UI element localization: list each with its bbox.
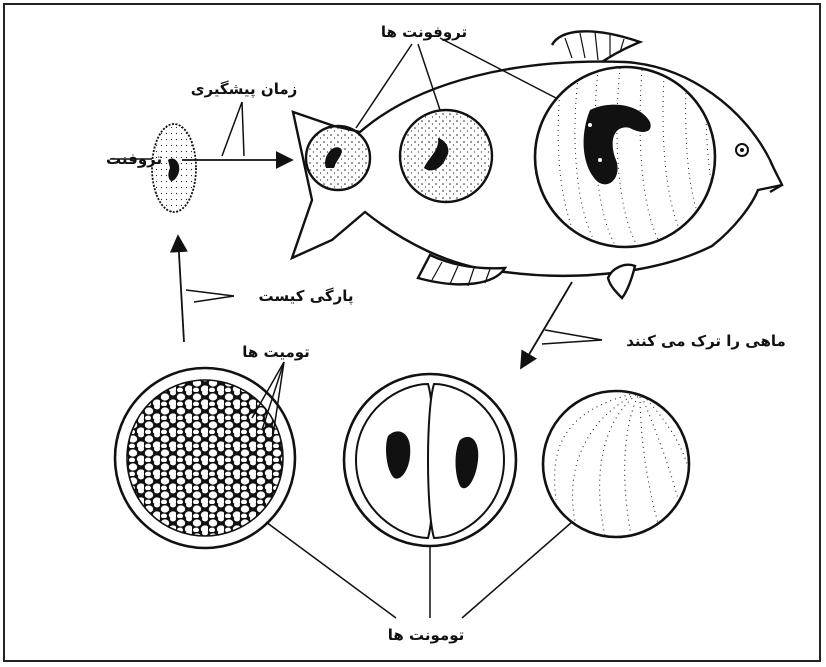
leaves-fish-arrow [521, 282, 572, 368]
label-prepatent-time: زمان پیشگیری [191, 80, 298, 99]
label-cyst-rupture: پارگی کیست [258, 287, 353, 306]
tomite-cyst [115, 368, 295, 548]
trophont-small [306, 126, 370, 190]
label-trophonts: تروفونت ها [381, 23, 467, 41]
dividing-tomont-cyst [344, 374, 516, 546]
label-theront: تروفنت [106, 150, 162, 168]
label-tomonts: تومونت ها [388, 626, 465, 644]
cyst-rupture-arrow [178, 236, 184, 342]
theront-cell [152, 124, 196, 212]
tomont-sphere [543, 391, 692, 540]
label-leaves-fish: ماهی را ترک می کنند [626, 332, 786, 350]
leaves-fish-pointer [542, 330, 602, 344]
label-tomites: تومیت ها [242, 343, 310, 361]
prepatent-pointer [222, 102, 244, 156]
cyst-rupture-pointer [186, 290, 234, 302]
trophont-medium [400, 110, 492, 202]
